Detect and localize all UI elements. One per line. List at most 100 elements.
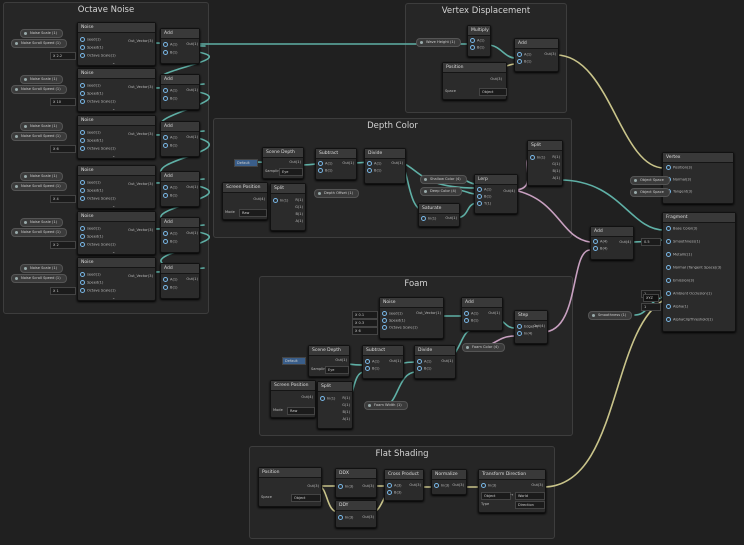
- port-g[interactable]: G(1): [342, 403, 350, 407]
- port-a[interactable]: A(1): [417, 359, 432, 364]
- port-a[interactable]: A(1): [163, 277, 178, 282]
- port-b[interactable]: B(4): [593, 246, 608, 251]
- property-depth-offset[interactable]: Depth Offset (1): [314, 189, 360, 198]
- octave-scale-value[interactable]: X 10: [50, 98, 76, 106]
- port-out[interactable]: Out(1): [441, 359, 453, 363]
- node-noise[interactable]: Noise seed(1) Speed(1) Octave Scale(1) O…: [77, 165, 156, 209]
- node-cross-product[interactable]: Cross Product A(3) B(3) Out(3): [384, 469, 424, 501]
- port-a[interactable]: A(1): [464, 311, 479, 316]
- node-subtract-depth[interactable]: Subtract A(1) B(1) Out(1): [315, 148, 357, 180]
- node-noise[interactable]: Noise seed(1) Speed(1) Octave Scale(1) O…: [77, 257, 156, 301]
- port-speed[interactable]: Speed(1): [80, 188, 103, 193]
- default-input[interactable]: Default: [234, 159, 258, 167]
- chevron-down-icon[interactable]: ⌄: [112, 153, 116, 158]
- port-b[interactable]: B(1): [477, 194, 492, 199]
- port-b[interactable]: B(1): [464, 318, 479, 323]
- port-out[interactable]: Out(1): [391, 161, 403, 165]
- port-octave[interactable]: Octave Scale(1): [80, 196, 116, 201]
- node-screen-position-foam[interactable]: Screen Position Out(4) Mode Raw: [270, 380, 316, 418]
- port-seed[interactable]: seed(1): [80, 37, 101, 42]
- port-in[interactable]: In(4): [517, 331, 532, 336]
- node-noise[interactable]: Noise seed(1) Speed(1) Octave Scale(1) O…: [77, 68, 156, 112]
- node-multiply[interactable]: Multiply A(1) B(1): [467, 25, 491, 57]
- node-position-flat[interactable]: Position Out(3) Space Object: [258, 467, 322, 507]
- property-noise-scale[interactable]: Noise Scale (1): [20, 122, 64, 131]
- vertex-port[interactable]: Position(3): [666, 165, 692, 170]
- port-octave[interactable]: Octave Scale(1): [80, 288, 116, 293]
- port-r[interactable]: R(1): [342, 396, 350, 400]
- node-noise[interactable]: Noise seed(1) Speed(1) Octave Scale(1) O…: [77, 115, 156, 159]
- fragment-port[interactable]: Metallic(1): [666, 252, 692, 257]
- fragment-port[interactable]: AlphaClipThreshold(1): [666, 317, 713, 322]
- port-out[interactable]: Out_Vector(3): [128, 228, 153, 232]
- fragment-port-value[interactable]: 0.5: [641, 238, 661, 246]
- port-b[interactable]: B(1): [163, 239, 178, 244]
- port-octave[interactable]: Octave Scale(1): [80, 146, 116, 151]
- port-in[interactable]: In(1): [421, 216, 436, 221]
- property-noise-speed[interactable]: Noise Scroll Speed (1): [11, 39, 67, 48]
- node-noise[interactable]: Noise seed(1) Speed(1) Octave Scale(1) O…: [77, 22, 156, 66]
- port-out[interactable]: Out(1): [289, 160, 301, 164]
- port-g[interactable]: G(1): [295, 205, 303, 209]
- port-speed[interactable]: Speed(1): [382, 318, 405, 323]
- node-step[interactable]: Step Edge(4) In(4) Out(4): [514, 310, 548, 344]
- chevron-down-icon[interactable]: ⌄: [112, 106, 116, 111]
- space-dropdown[interactable]: Object: [479, 88, 507, 96]
- port-b[interactable]: B(1): [365, 366, 380, 371]
- property-noise-scale[interactable]: Noise Scale (1): [20, 75, 64, 84]
- port-out[interactable]: Out_Vector(3): [128, 182, 153, 186]
- port-b[interactable]: B(1): [163, 193, 178, 198]
- port-a[interactable]: A(1): [470, 38, 485, 43]
- port-out[interactable]: Out(3): [452, 483, 464, 487]
- port-out[interactable]: Out(1): [445, 216, 457, 220]
- octave-scale-value[interactable]: X 6: [50, 145, 76, 153]
- port-r[interactable]: R(1): [295, 198, 303, 202]
- port-a[interactable]: A(1): [318, 161, 333, 166]
- port-g[interactable]: G(1): [552, 162, 560, 166]
- node-position[interactable]: Position Out(3) Space Object: [442, 62, 507, 100]
- port-out[interactable]: Out(1): [186, 135, 198, 139]
- fragment-port[interactable]: Base Color(3): [666, 226, 697, 231]
- port-a[interactable]: A(4): [593, 239, 608, 244]
- port-in[interactable]: In(1): [273, 198, 288, 203]
- node-screen-position[interactable]: Screen Position Out(4) Mode Raw: [222, 182, 268, 220]
- port-b[interactable]: B(1): [417, 366, 432, 371]
- port-a[interactable]: A(1): [163, 135, 178, 140]
- port-out[interactable]: Out(1): [186, 88, 198, 92]
- port-a[interactable]: A(1): [477, 187, 492, 192]
- port-out[interactable]: Out(4): [301, 395, 313, 399]
- port-b[interactable]: B(1): [163, 96, 178, 101]
- octave-scale-value[interactable]: X 2: [50, 241, 76, 249]
- node-noise[interactable]: Noise seed(1) Speed(1) Octave Scale(1) O…: [77, 211, 156, 255]
- node-add-master[interactable]: Add A(4) B(4) Out(4): [590, 226, 634, 260]
- port-b[interactable]: B(3): [387, 490, 402, 495]
- port-octave[interactable]: Octave Scale(1): [382, 325, 418, 330]
- node-add[interactable]: Add A(1) B(1) Out(1): [160, 74, 200, 110]
- port-speed[interactable]: Speed(1): [80, 45, 103, 50]
- node-ddx[interactable]: DDX In(3) Out(3): [335, 468, 377, 498]
- chevron-down-icon[interactable]: ⌄: [112, 60, 116, 65]
- mode-dropdown[interactable]: Raw: [239, 209, 267, 217]
- port-in[interactable]: In(3): [434, 483, 449, 488]
- node-divide-foam[interactable]: Divide A(1) B(1) Out(1): [414, 345, 456, 379]
- property-noise-scale[interactable]: Noise Scale (1): [20, 172, 64, 181]
- node-add-vertex[interactable]: Add A(1) B(1) Out(3): [514, 38, 559, 72]
- port-seed[interactable]: seed(1): [80, 226, 101, 231]
- port-in[interactable]: In(1): [320, 396, 335, 401]
- node-normalize[interactable]: Normalize In(3) Out(3): [431, 469, 467, 495]
- sampling-dropdown[interactable]: Eye: [325, 366, 349, 374]
- node-split-right[interactable]: Split In(1) R(1) G(1) B(1) A(1): [527, 140, 563, 186]
- port-octave[interactable]: Octave Scale(1): [80, 99, 116, 104]
- port-out[interactable]: Out(3): [490, 77, 502, 81]
- port-out[interactable]: Out(1): [342, 161, 354, 165]
- octave-scale-value[interactable]: X 4: [50, 195, 76, 203]
- vertex-port[interactable]: Tangent(3): [666, 189, 692, 194]
- port-a[interactable]: A(1): [365, 359, 380, 364]
- node-add[interactable]: Add A(1) B(1) Out(1): [160, 28, 200, 64]
- port-b[interactable]: B(1): [342, 410, 350, 414]
- node-lerp[interactable]: Lerp A(1) B(1) T(1) Out(4): [474, 174, 518, 214]
- type-dropdown[interactable]: Direction: [515, 501, 545, 509]
- space-dropdown[interactable]: Object: [291, 494, 321, 502]
